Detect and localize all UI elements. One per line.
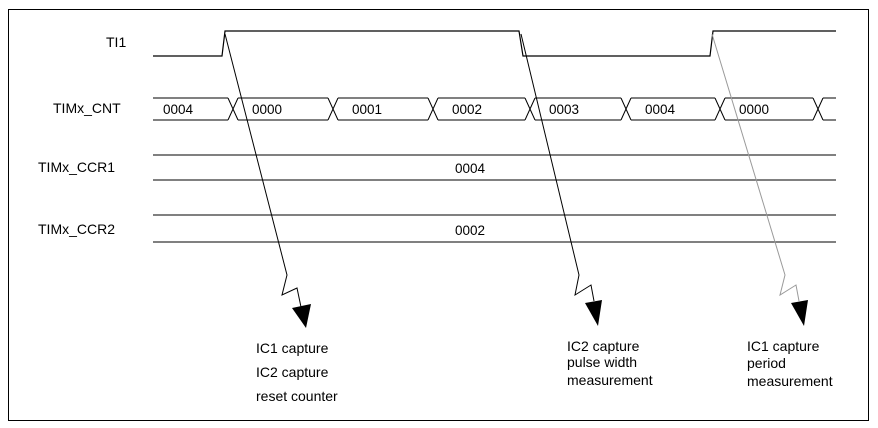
- label-timx-ccr1: TIMx_CCR1: [38, 159, 115, 175]
- counter-value: 0001: [352, 102, 382, 117]
- capture-arrow-3: [711, 33, 808, 326]
- capture-arrow-1: [224, 33, 311, 328]
- annotation-2-line-2: pulse width: [567, 354, 637, 370]
- counter-value: 0000: [739, 102, 769, 117]
- annotation-3: IC1 capture period measurement: [747, 338, 833, 389]
- annotation-3-line-2: period: [747, 355, 786, 371]
- annotation-1-line-2: IC2 capture: [256, 364, 329, 380]
- annotation-3-line-1: IC1 capture: [747, 338, 820, 354]
- annotation-2-line-3: measurement: [567, 372, 653, 388]
- annotation-2-line-1: IC2 capture: [567, 338, 640, 354]
- ti1-waveform: [153, 30, 836, 57]
- counter-value: 0004: [645, 102, 676, 117]
- annotation-1: IC1 capture IC2 capture reset counter: [256, 340, 338, 404]
- counter-value: 0002: [452, 102, 482, 117]
- ccr1-value: 0004: [455, 161, 486, 176]
- annotation-3-line-3: measurement: [747, 373, 833, 389]
- annotation-1-line-3: reset counter: [256, 388, 338, 404]
- timx-cnt-bus: [153, 97, 836, 121]
- counter-value: 0004: [163, 102, 194, 117]
- ccr2-value: 0002: [455, 223, 485, 238]
- label-timx-ccr2: TIMx_CCR2: [38, 221, 115, 237]
- capture-arrow-2: [520, 33, 602, 326]
- label-ti1: TI1: [106, 34, 126, 50]
- counter-value: 0000: [252, 102, 282, 117]
- annotation-1-line-1: IC1 capture: [256, 340, 329, 356]
- counter-value: 0003: [549, 102, 579, 117]
- diagram-frame: [8, 9, 869, 421]
- annotation-2: IC2 capture pulse width measurement: [567, 338, 653, 388]
- label-timx-cnt: TIMx_CNT: [53, 100, 121, 116]
- timx-cnt-values: 0004 0000 0001 0002 0003 0004 0000: [163, 102, 769, 117]
